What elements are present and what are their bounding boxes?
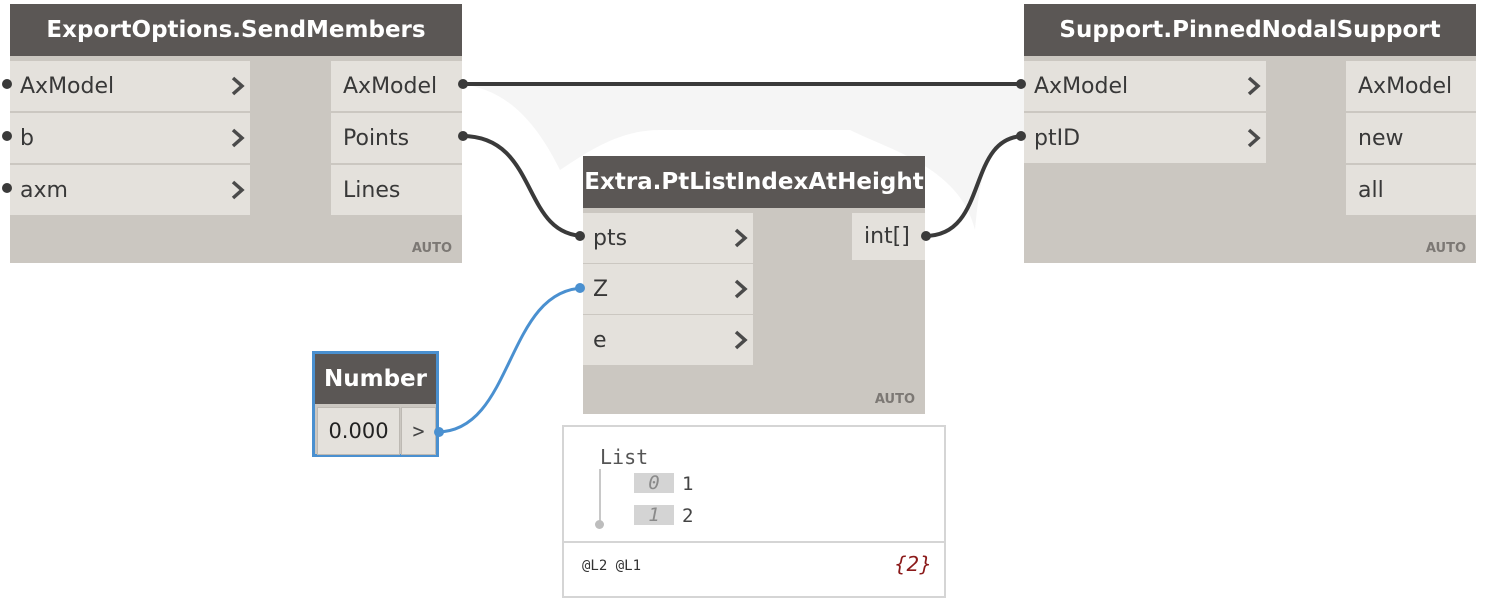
input-port-axmodel[interactable]: AxModel xyxy=(10,61,250,111)
input-port-axmodel[interactable]: AxModel xyxy=(1024,61,1266,111)
input-port-e[interactable]: e xyxy=(583,315,753,365)
chevron-right-icon xyxy=(734,330,748,350)
port-label: axm xyxy=(20,177,68,203)
output-port-axmodel[interactable]: AxModel xyxy=(331,61,462,111)
chevron-right-icon xyxy=(734,228,748,248)
input-port-b[interactable]: b xyxy=(10,113,250,163)
lacing-label[interactable]: AUTO xyxy=(1425,241,1466,256)
node-pinned-nodal-support[interactable]: Support.PinnedNodalSupport AxModel ptID … xyxy=(1024,4,1476,263)
output-port-axmodel[interactable]: AxModel xyxy=(1346,61,1476,111)
wire-group-highlight xyxy=(462,84,1025,230)
chevron-right-icon xyxy=(231,128,245,148)
list-item-value: 1 xyxy=(682,473,694,495)
input-port-axm[interactable]: axm xyxy=(10,165,250,215)
preview-levels[interactable]: @L2 @L1 xyxy=(582,558,642,574)
node-title[interactable]: Extra.PtListIndexAtHeight xyxy=(583,156,925,208)
node-pt-list-index-at-height[interactable]: Extra.PtListIndexAtHeight pts Z e int[] … xyxy=(583,156,925,414)
input-connector-dot[interactable] xyxy=(1016,131,1026,141)
wire-points-to-pts xyxy=(461,134,586,238)
number-value-input[interactable]: 0.000 xyxy=(317,407,400,455)
chevron-right-icon xyxy=(231,76,245,96)
port-label: pts xyxy=(593,225,628,251)
port-label: all xyxy=(1358,177,1384,203)
port-label: AxModel xyxy=(1358,73,1453,99)
wire-number-to-z xyxy=(436,286,586,434)
lacing-label[interactable]: AUTO xyxy=(874,392,915,407)
output-connector-dot[interactable] xyxy=(434,427,444,437)
list-item-index: 1 xyxy=(634,505,674,525)
input-connector-dot[interactable] xyxy=(575,283,585,293)
chevron-right-icon xyxy=(1247,76,1261,96)
list-item-value: 2 xyxy=(682,505,694,527)
port-label: Z xyxy=(593,276,609,302)
list-item-index: 0 xyxy=(634,473,674,493)
port-label: new xyxy=(1358,125,1404,151)
input-port-ptid[interactable]: ptID xyxy=(1024,113,1266,163)
node-title[interactable]: ExportOptions.SendMembers xyxy=(10,4,462,56)
output-connector-dot[interactable] xyxy=(921,231,931,241)
output-port-points[interactable]: Points xyxy=(331,113,462,163)
node-title[interactable]: Support.PinnedNodalSupport xyxy=(1024,4,1476,56)
input-connector-dot[interactable] xyxy=(2,131,12,141)
input-connector-dot[interactable] xyxy=(2,79,12,89)
port-label: Lines xyxy=(343,177,401,203)
input-connector-dot[interactable] xyxy=(2,183,12,193)
port-label: AxModel xyxy=(1034,73,1129,99)
preview-tree-end-dot xyxy=(595,520,604,529)
preview-bubble[interactable]: List 0 1 1 2 @L2 @L1 {2} xyxy=(562,425,946,598)
node-export-send-members[interactable]: ExportOptions.SendMembers AxModel b axm … xyxy=(10,4,462,263)
output-port-lines[interactable]: Lines xyxy=(331,165,462,215)
port-label: Points xyxy=(343,125,410,151)
preview-footer: @L2 @L1 {2} xyxy=(564,541,944,596)
node-title[interactable]: Number xyxy=(315,354,436,404)
input-connector-dot[interactable] xyxy=(1016,79,1026,89)
node-number[interactable]: Number 0.000 > xyxy=(312,351,439,457)
output-connector-dot[interactable] xyxy=(458,131,468,141)
port-label: b xyxy=(20,125,34,151)
chevron-right-icon xyxy=(734,279,748,299)
preview-tree-line xyxy=(599,469,601,524)
output-port-all[interactable]: all xyxy=(1346,165,1476,215)
preview-count: {2} xyxy=(893,552,932,576)
input-connector-dot[interactable] xyxy=(575,231,585,241)
port-label: ptID xyxy=(1034,125,1081,151)
input-port-pts[interactable]: pts xyxy=(583,213,753,263)
chevron-right-icon xyxy=(1247,128,1261,148)
port-label: int[] xyxy=(864,224,910,249)
port-label: AxModel xyxy=(343,73,438,99)
number-output-arrow[interactable]: > xyxy=(401,407,436,455)
port-label: e xyxy=(593,327,607,353)
preview-list-heading: List xyxy=(600,445,649,469)
chevron-right-icon xyxy=(231,180,245,200)
lacing-label[interactable]: AUTO xyxy=(411,241,452,256)
output-connector-dot[interactable] xyxy=(458,79,468,89)
wire-int-to-ptid xyxy=(924,134,1026,238)
input-port-z[interactable]: Z xyxy=(583,264,753,314)
output-port-new[interactable]: new xyxy=(1346,113,1476,163)
output-port-int-array[interactable]: int[] xyxy=(852,213,925,260)
port-label: AxModel xyxy=(20,73,115,99)
